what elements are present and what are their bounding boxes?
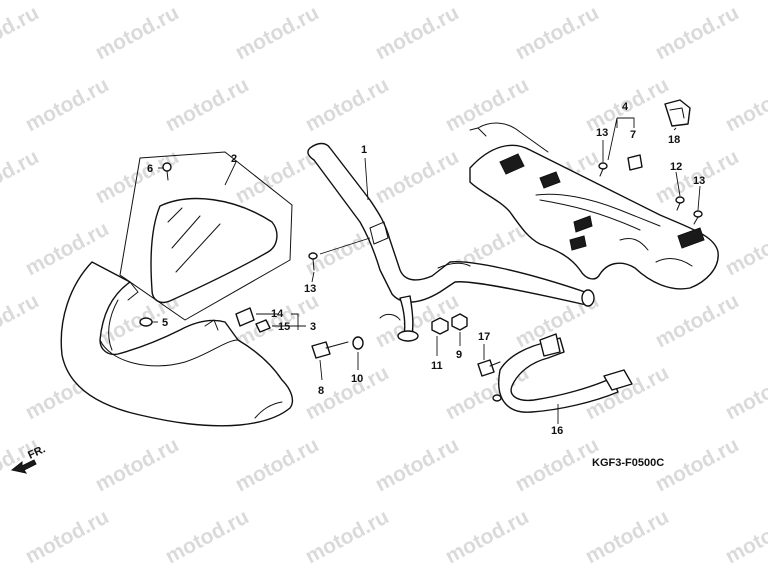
part-label-7: 7: [630, 129, 636, 141]
watermark-text: motod.ru: [0, 289, 43, 352]
part-label-16: 16: [551, 425, 563, 437]
watermark-text: motod.ru: [232, 1, 323, 64]
watermark-text: motod.ru: [92, 1, 183, 64]
watermark-text: motod.ru: [302, 73, 393, 136]
part-label-18: 18: [668, 134, 680, 146]
watermark-text: motod.ru: [512, 1, 603, 64]
watermark-text: motod.ru: [442, 505, 533, 568]
watermark-text: motod.ru: [442, 73, 533, 136]
watermark-text: motod.ru: [0, 1, 43, 64]
screw-part-12: [675, 196, 685, 211]
bolt-part-17: [477, 359, 501, 377]
handlebar-pipe: [307, 142, 595, 342]
watermark-text: motod.ru: [512, 433, 603, 496]
watermark-text: motod.ru: [652, 1, 743, 64]
part-number-labels: 1 2 3 4 5 6 7 8 9 10 11 12 13 13 13 14 1…: [147, 101, 705, 437]
part-label-8: 8: [318, 385, 324, 397]
diagram-code: KGF3-F0500C: [592, 457, 664, 469]
cover-part-7: [627, 154, 643, 171]
part-label-1: 1: [361, 144, 367, 156]
watermark-text: motod.ru: [652, 289, 743, 352]
watermark-text: motod.ru: [372, 145, 463, 208]
watermark-text: motod.ru: [302, 505, 393, 568]
watermark-text: motod.ru: [232, 433, 323, 496]
screw-part-13-mid: [598, 162, 608, 177]
part-label-11: 11: [431, 360, 443, 372]
watermark-text: motod.ru: [22, 73, 113, 136]
bolt-part-13-left: [308, 237, 371, 271]
part-label-3: 3: [310, 321, 316, 333]
watermark-text: motod.ru: [162, 73, 253, 136]
watermark-text: motod.ru: [92, 433, 183, 496]
clip-part-18: [664, 99, 691, 127]
screw-part-13-right: [693, 210, 703, 225]
part-label-13-mid: 13: [596, 127, 608, 139]
screw-part-6: [162, 162, 172, 181]
part-label-10: 10: [351, 373, 363, 385]
part-label-14: 14: [271, 308, 284, 320]
watermark-text: motod.ru: [22, 505, 113, 568]
bolt-part-8: [311, 341, 349, 359]
grommet-part-14: [235, 307, 255, 327]
part-label-13-left: 13: [304, 283, 316, 295]
nut-part-11: [431, 317, 449, 335]
part-label-13-right: 13: [693, 175, 705, 187]
watermark-text: motod.ru: [652, 433, 743, 496]
watermark-text: motod.ru: [722, 217, 768, 280]
watermark-text: motod.ru: [162, 505, 253, 568]
washer-part-10: [352, 336, 364, 350]
label-bracket-3: [291, 313, 306, 330]
watermark-text: motod.ru: [582, 505, 673, 568]
watermark-text: motod.ru: [722, 73, 768, 136]
part-label-4: 4: [622, 101, 629, 113]
part-label-15: 15: [278, 321, 290, 333]
grommet-part-15: [255, 319, 271, 333]
part-label-6: 6: [147, 163, 153, 175]
rear-cover: [469, 122, 719, 290]
watermark-text: motod.ru: [0, 145, 43, 208]
front-cover: [60, 261, 294, 427]
watermark-text: motod.ru: [372, 1, 463, 64]
part-label-17: 17: [478, 331, 490, 343]
watermark-text: motod.ru: [722, 361, 768, 424]
windscreen: [119, 151, 293, 321]
part-label-2: 2: [231, 153, 237, 165]
part-label-12: 12: [670, 161, 682, 173]
watermark-text: motod.ru: [722, 505, 768, 568]
watermark-text: motod.ru: [372, 433, 463, 496]
nut-part-9: [451, 313, 468, 331]
nut-part-5: [139, 317, 153, 327]
watermark-text: motod.ru: [302, 361, 393, 424]
bracket-part-16: [492, 333, 633, 413]
part-label-9: 9: [456, 349, 462, 361]
part-label-5: 5: [162, 317, 168, 329]
